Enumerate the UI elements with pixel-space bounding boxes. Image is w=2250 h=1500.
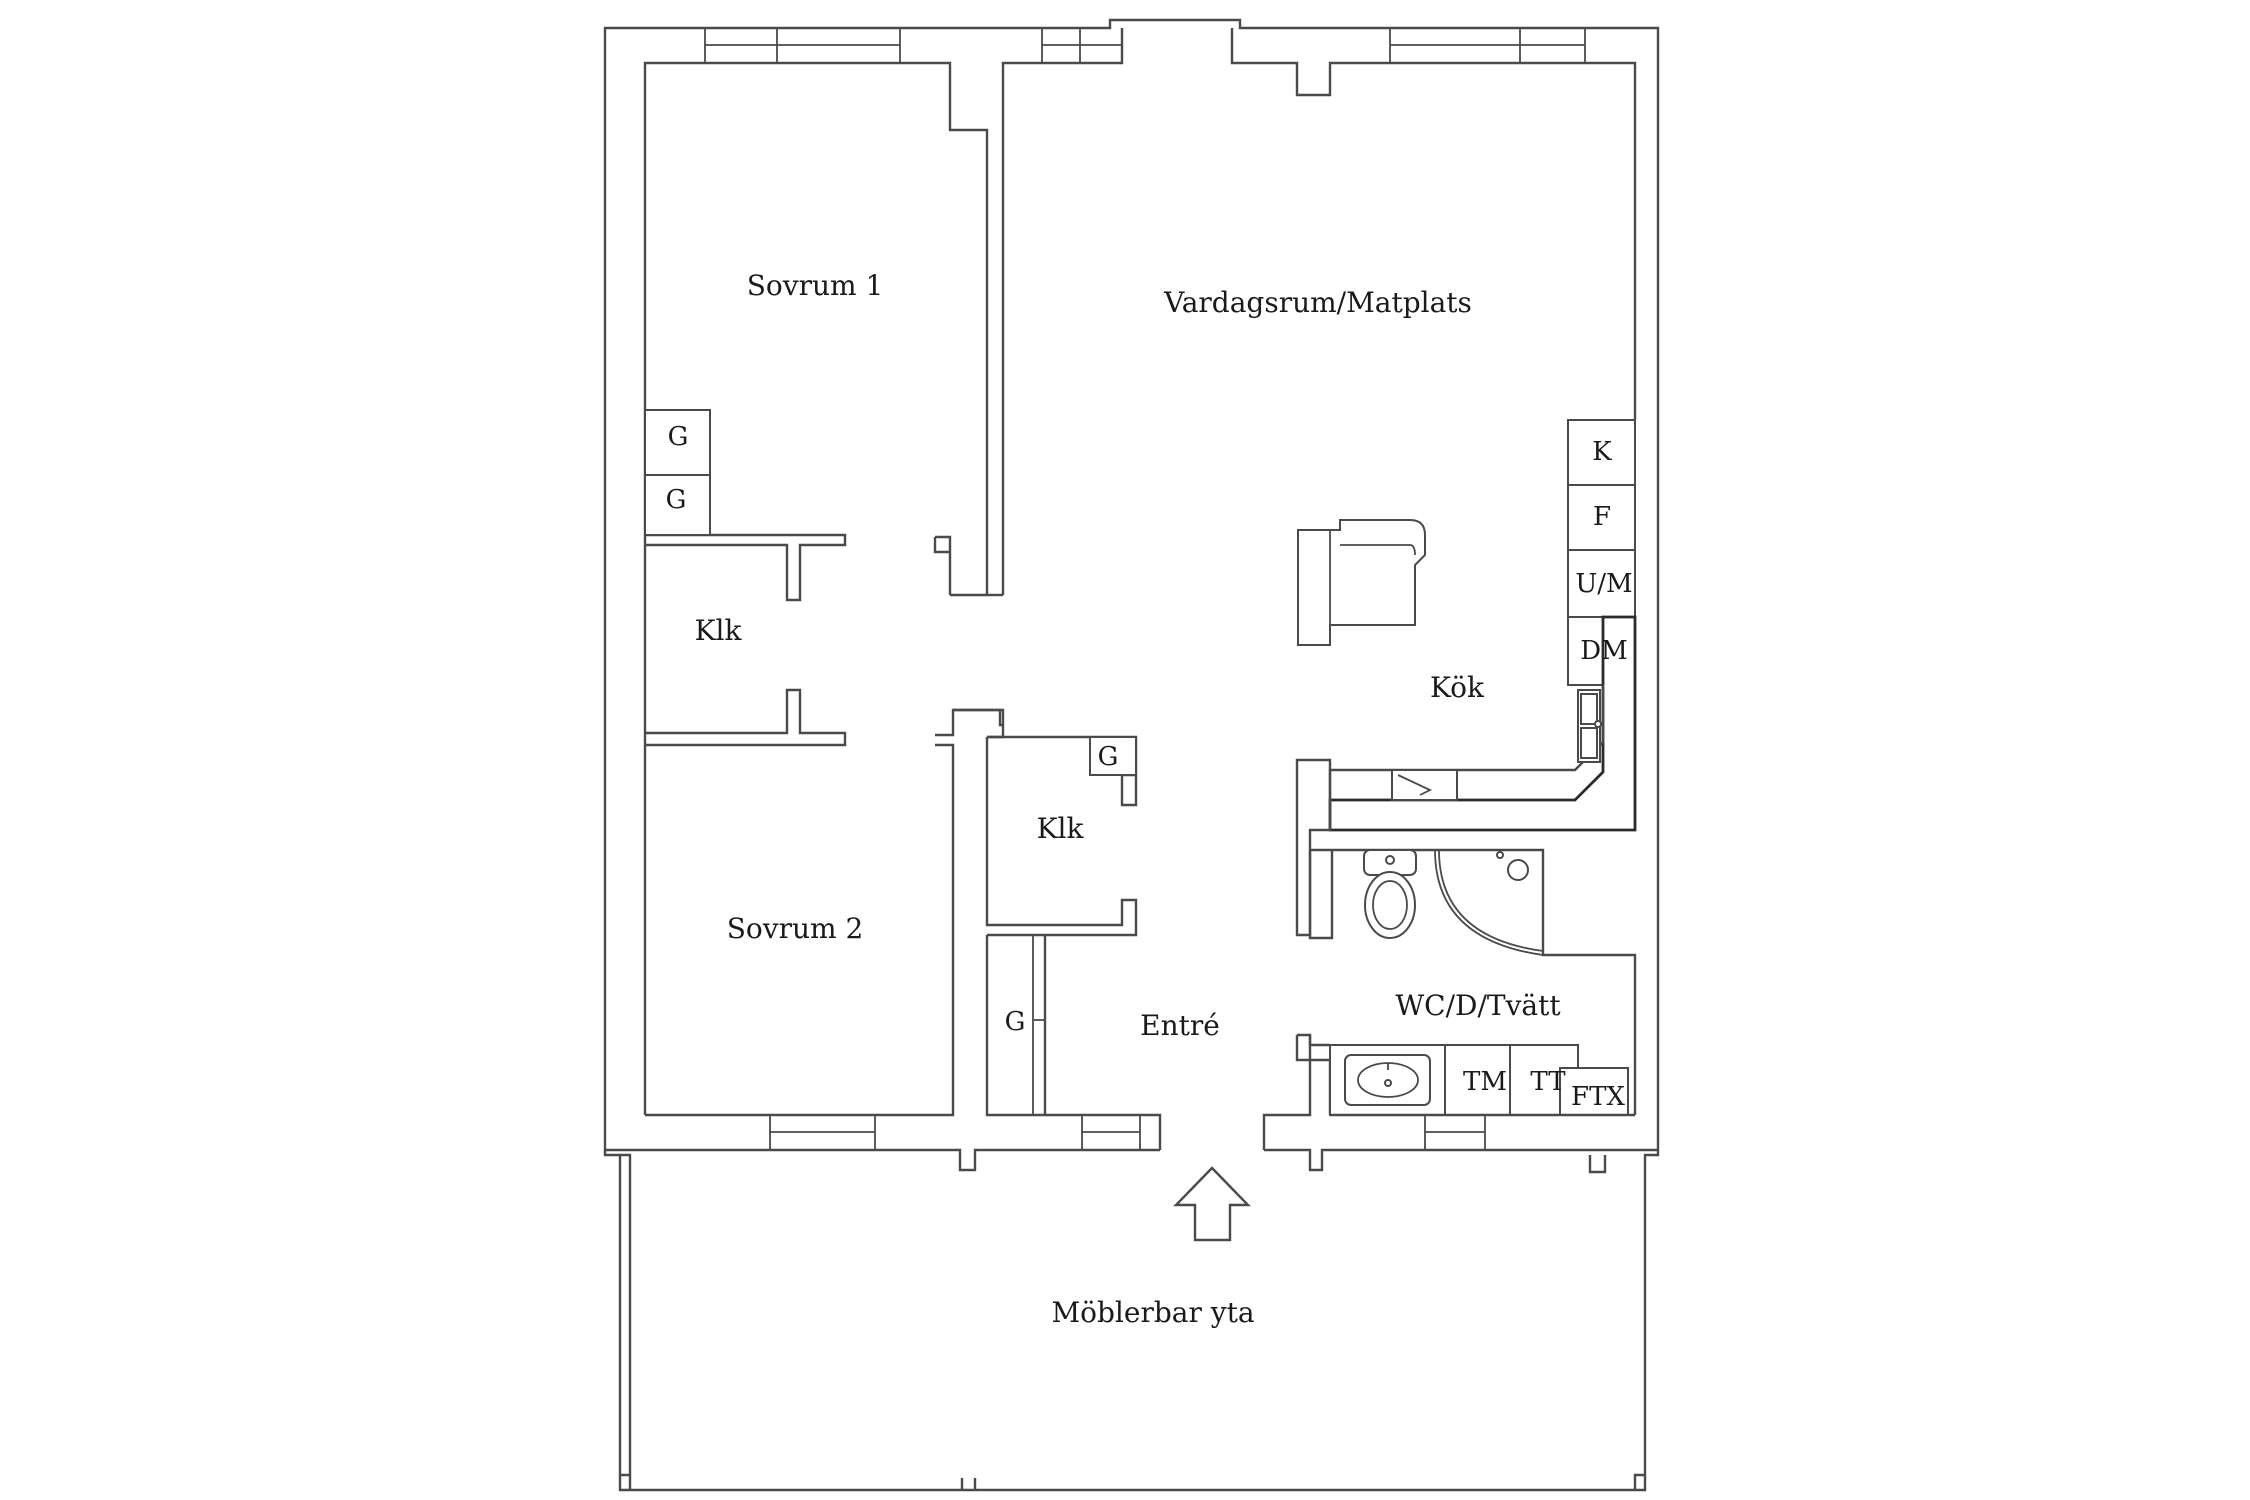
room-label-kok: Kök bbox=[1430, 671, 1485, 704]
bathroom bbox=[1295, 848, 1637, 1116]
fixture-label-tt: TT bbox=[1530, 1067, 1566, 1097]
sofa-icon bbox=[1297, 519, 1426, 646]
room-labels: Sovrum 1 Vardagsrum/Matplats Klk Klk Kök… bbox=[695, 269, 1562, 1329]
room-label-moblerbar-yta: Möblerbar yta bbox=[1051, 1296, 1254, 1329]
sink-icon bbox=[1344, 1054, 1431, 1106]
fixture-label-g-2: G bbox=[666, 485, 687, 515]
stove-icon bbox=[1391, 769, 1458, 801]
room-label-wc: WC/D/Tvätt bbox=[1395, 989, 1561, 1022]
fixture-label-tm: TM bbox=[1463, 1067, 1507, 1097]
left-rooms-walls bbox=[644, 409, 1003, 1117]
fixture-label-g-4: G bbox=[1005, 1007, 1026, 1037]
fixture-label-k: K bbox=[1592, 437, 1612, 467]
center-walls bbox=[953, 708, 1138, 1117]
room-label-sovrum-2: Sovrum 2 bbox=[727, 912, 864, 945]
fixture-label-g-1: G bbox=[668, 422, 689, 452]
kitchen-sink-icon bbox=[1577, 689, 1602, 763]
room-label-entre: Entré bbox=[1140, 1009, 1220, 1042]
shower-icon bbox=[1434, 849, 1544, 956]
fixture-label-g-3: G bbox=[1098, 742, 1119, 772]
room-label-sovrum-1: Sovrum 1 bbox=[747, 269, 884, 302]
fixture-label-um: U/M bbox=[1575, 569, 1632, 599]
room-label-klk-center: Klk bbox=[1037, 812, 1085, 845]
fixture-label-f: F bbox=[1593, 502, 1611, 532]
entrance-arrow-icon bbox=[1173, 1166, 1251, 1242]
toilet-icon bbox=[1363, 849, 1417, 939]
fixture-label-ftx: FTX bbox=[1571, 1082, 1625, 1112]
room-label-vardagsrum: Vardagsrum/Matplats bbox=[1163, 286, 1472, 319]
fixture-label-dm: DM bbox=[1580, 636, 1627, 666]
fixture-labels: G G G G K F U/M DM TM TT FTX bbox=[666, 422, 1633, 1112]
room-label-klk-left: Klk bbox=[695, 614, 743, 647]
kitchen bbox=[1295, 419, 1637, 937]
bottom-wall bbox=[605, 1035, 1658, 1490]
